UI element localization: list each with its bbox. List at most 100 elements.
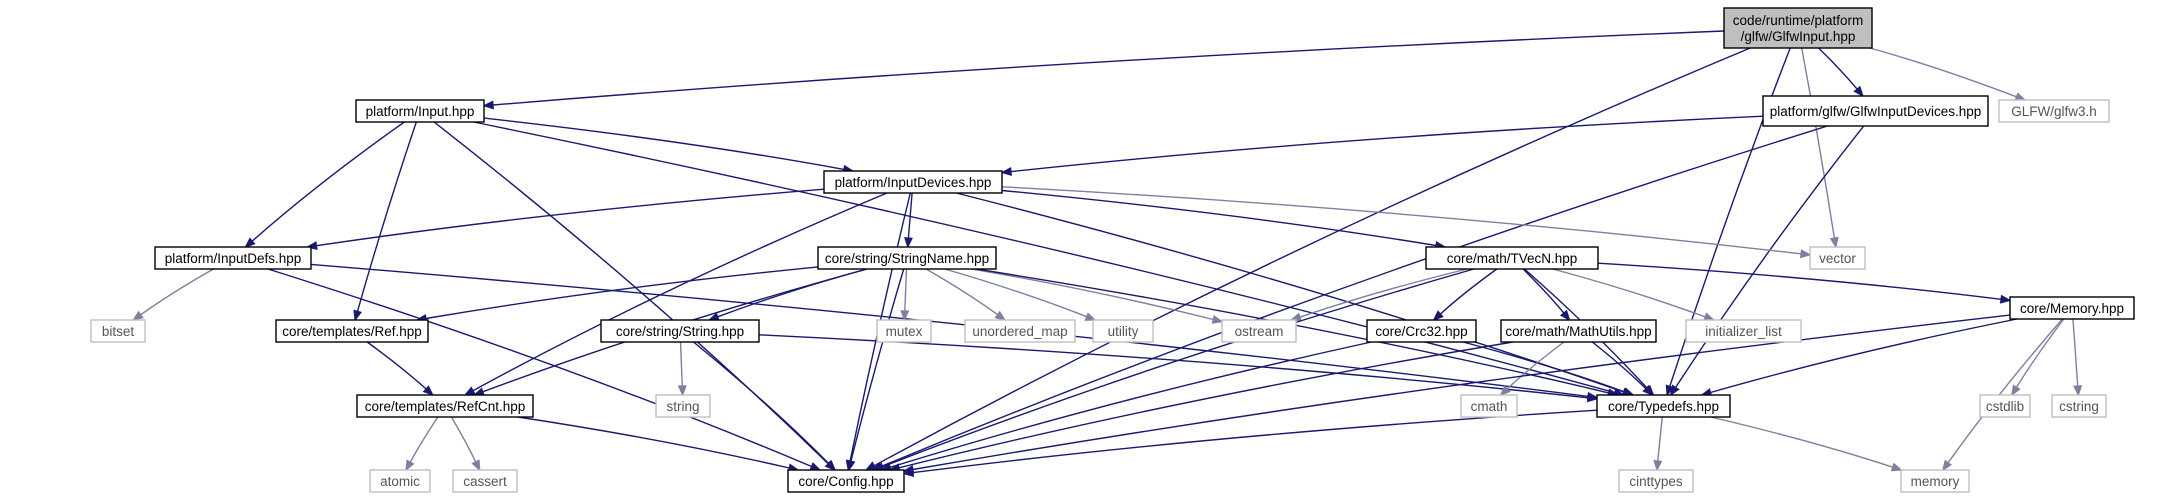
- node-glfw-input[interactable]: code/runtime/platform/glfw/GlfwInput.hpp: [1723, 7, 1873, 49]
- edge-tvecn-to-crc32: [1432, 268, 1498, 322]
- arrowhead-icon: [1559, 309, 1571, 322]
- node-label: core/Config.hpp: [798, 474, 893, 489]
- node-label: core/templates/Ref.hpp: [282, 324, 422, 339]
- node-box: [275, 319, 429, 343]
- edge-line: [1657, 416, 1663, 462]
- node-box: [1900, 469, 1970, 493]
- node-box: [655, 394, 711, 418]
- arrowhead-icon: [244, 237, 256, 249]
- edge-typedefs-to-cinttypes: [1653, 416, 1663, 472]
- node-label: core/string/StringName.hpp: [825, 251, 989, 266]
- edge-line: [1710, 416, 1893, 468]
- edge-input_devices-to-typedefs: [956, 192, 1634, 397]
- node-label: utility: [1108, 324, 1139, 339]
- edge-string-to-config: [693, 341, 837, 472]
- edge-line: [1552, 268, 1706, 318]
- node-box: [1809, 246, 1866, 270]
- edge-line: [693, 341, 830, 465]
- edge-input_devices-to-string_name: [904, 192, 913, 249]
- edge-ref-to-refcnt: [366, 341, 435, 397]
- node-box: [1685, 319, 1802, 343]
- node-label: string: [666, 399, 699, 414]
- edge-line: [898, 341, 1513, 469]
- node-input[interactable]: platform/Input.hpp: [355, 99, 485, 123]
- node-label: platform/InputDefs.hpp: [165, 251, 302, 266]
- arrowhead-icon: [902, 468, 915, 478]
- edge-glfw_input-to-input: [482, 30, 1725, 110]
- edge-string_name-to-mutex: [900, 268, 910, 322]
- edge-line: [1710, 318, 2018, 394]
- edge-line: [1439, 268, 1498, 315]
- node-label: /glfw/GlfwInput.hpp: [1741, 29, 1856, 44]
- node-crc32[interactable]: core/Crc32.hpp: [1366, 319, 1477, 343]
- arrowhead-icon: [900, 310, 910, 322]
- node-refcnt[interactable]: core/templates/RefCnt.hpp: [356, 394, 534, 418]
- node-label: bitset: [102, 324, 135, 339]
- node-vector: vector: [1809, 246, 1866, 270]
- edge-input_devices-to-refcnt: [463, 192, 888, 396]
- edge-line: [492, 30, 1725, 106]
- node-box: [1425, 246, 1599, 270]
- node-box: [356, 394, 534, 418]
- node-input-devices[interactable]: platform/InputDevices.hpp: [823, 170, 1003, 194]
- node-layer: code/runtime/platform/glfw/GlfwInput.hpp…: [90, 7, 2135, 493]
- node-initializer-list: initializer_list: [1685, 319, 1802, 343]
- edge-line: [912, 314, 2011, 471]
- edge-line: [1801, 47, 1836, 239]
- edge-string_name-to-utility: [944, 268, 1097, 321]
- node-math-utils[interactable]: core/math/MathUtils.hpp: [1500, 319, 1657, 343]
- node-typedefs[interactable]: core/Typedefs.hpp: [1596, 394, 1731, 418]
- node-cstdlib: cstdlib: [1979, 394, 2031, 418]
- node-memory-hpp[interactable]: core/Memory.hpp: [2009, 296, 2135, 320]
- node-label: initializer_list: [1705, 324, 1782, 339]
- node-label: cmath: [1471, 399, 1508, 414]
- edge-line: [1506, 341, 1565, 390]
- edge-line: [425, 266, 819, 320]
- node-input-defs[interactable]: platform/InputDefs.hpp: [154, 246, 312, 270]
- edge-line: [267, 268, 812, 468]
- edge-line: [1597, 262, 2002, 300]
- node-std-string: string: [655, 394, 711, 418]
- arrowhead-icon: [1211, 314, 1224, 324]
- edge-line: [473, 121, 1615, 394]
- node-mutex: mutex: [876, 319, 932, 343]
- edge-input-to-input_defs: [244, 121, 405, 249]
- node-label: core/math/MathUtils.hpp: [1505, 324, 1651, 339]
- edge-string_name-to-ref: [415, 266, 819, 323]
- arrowhead-icon: [1799, 249, 1812, 259]
- edge-line: [971, 268, 1214, 321]
- node-box: [1723, 7, 1873, 49]
- edge-line: [2072, 318, 2079, 387]
- node-box: [369, 469, 431, 493]
- arrowhead-icon: [1829, 236, 1839, 249]
- node-string[interactable]: core/string/String.hpp: [600, 319, 760, 343]
- node-box: [2009, 296, 2135, 320]
- edge-line: [316, 188, 825, 247]
- node-label: cassert: [463, 474, 507, 489]
- node-tvecn[interactable]: core/math/TVecN.hpp: [1425, 246, 1599, 270]
- edge-line: [1001, 186, 1802, 255]
- node-label: core/math/TVecN.hpp: [1447, 251, 1578, 266]
- edge-math_utils-to-typedefs: [1591, 341, 1654, 397]
- arrowhead-icon: [405, 459, 415, 472]
- node-config[interactable]: core/Config.hpp: [787, 469, 905, 493]
- node-ref[interactable]: core/templates/Ref.hpp: [275, 319, 429, 343]
- node-label: platform/glfw/GlfwInputDevices.hpp: [1770, 104, 1982, 119]
- edge-line: [1947, 318, 2063, 464]
- edge-line: [880, 125, 1828, 468]
- node-string-name[interactable]: core/string/StringName.hpp: [817, 246, 997, 270]
- edge-line: [140, 268, 214, 316]
- edge-line: [1010, 115, 1764, 173]
- arrowhead-icon: [1669, 384, 1680, 397]
- node-label: core/templates/RefCnt.hpp: [365, 399, 526, 414]
- node-box: [1221, 319, 1297, 343]
- edge-input-to-ref: [353, 121, 417, 322]
- edge-input_devices-to-vector: [1001, 186, 1812, 259]
- edge-line: [366, 341, 427, 390]
- edge-line: [1299, 268, 1468, 318]
- edge-tvecn-to-math_utils: [1522, 268, 1571, 322]
- node-box: [1998, 99, 2110, 123]
- node-box: [154, 246, 312, 270]
- node-label: core/Crc32.hpp: [1375, 324, 1467, 339]
- node-glfw-input-devices[interactable]: platform/glfw/GlfwInputDevices.hpp: [1762, 95, 1989, 127]
